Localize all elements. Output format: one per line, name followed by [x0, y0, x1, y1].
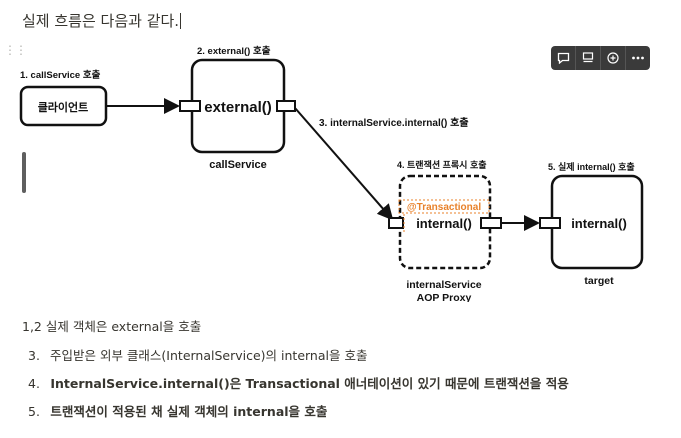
list-item-number: 1,2	[22, 319, 42, 334]
list-item: 1,2 실제 객체은 external을 호출	[22, 316, 201, 335]
list-item-text: 주입받은 외부 클래스(InternalService)의 internal을 …	[49, 348, 368, 363]
proxy-port-right	[480, 217, 502, 229]
target-port	[539, 217, 561, 229]
add-icon[interactable]	[601, 46, 626, 70]
transactional-label: @Transactional	[407, 202, 481, 213]
more-icon[interactable]	[626, 46, 650, 70]
heading-text: 실제 흐름은 다음과 같다.	[22, 12, 180, 30]
list-item: 3. 주입받은 외부 클래스(InternalService)의 interna…	[28, 345, 367, 364]
list-item-number: 5.	[28, 404, 40, 419]
call-service-label: callService	[209, 159, 267, 171]
client-label: 클라이언트	[38, 100, 89, 114]
transactional-highlight	[398, 199, 490, 214]
list-item-text: 트랜잭션이 적용된 채 실제 객체의 internal을 호출	[50, 404, 328, 419]
external-port-left	[179, 100, 201, 112]
step3-label: 3. internalService.internal() 호출	[319, 116, 469, 129]
scroll-indicator[interactable]	[22, 152, 26, 193]
arrow-external-to-proxy	[294, 107, 394, 221]
list-item-number: 3.	[28, 348, 40, 363]
list-item: 5. 트랜잭션이 적용된 채 실제 객체의 internal을 호출	[28, 401, 327, 420]
step4-label: 4. 트랜잭션 프록시 호출	[397, 159, 487, 170]
diagram-svg: 1. callService 호출 클라이언트 2. external() 호출…	[19, 45, 644, 304]
list-item: 4. InternalService.internal()은 Transacti…	[28, 373, 569, 392]
step1-label: 1. callService 호출	[20, 69, 101, 81]
external-port-right	[276, 100, 296, 112]
list-item-number: 4.	[28, 376, 40, 391]
external-label: external()	[204, 99, 272, 116]
target-label: target	[584, 275, 614, 287]
proxy-name-line1: internalService	[406, 279, 481, 291]
drag-handle-icon[interactable]: ⋮⋮	[4, 43, 27, 57]
step2-label: 2. external() 호출	[197, 45, 271, 57]
diagram-image: 1. callService 호출 클라이언트 2. external() 호출…	[14, 42, 648, 304]
step5-label: 5. 실제 internal() 호출	[548, 161, 635, 172]
text-cursor	[180, 13, 182, 29]
page-heading: 실제 흐름은 다음과 같다.	[22, 10, 182, 31]
comment-icon[interactable]	[551, 46, 576, 70]
proxy-name-line2: AOP Proxy	[417, 292, 472, 302]
proxy-port-left	[388, 217, 404, 229]
list-item-text: 실제 객체은 external을 호출	[45, 319, 202, 334]
proxy-internal-label: internal()	[416, 216, 472, 231]
target-internal-label: internal()	[571, 216, 627, 231]
caption-icon[interactable]	[576, 46, 601, 70]
image-toolbar	[551, 46, 650, 70]
list-item-text: InternalService.internal()은 Transactiona…	[50, 376, 569, 391]
